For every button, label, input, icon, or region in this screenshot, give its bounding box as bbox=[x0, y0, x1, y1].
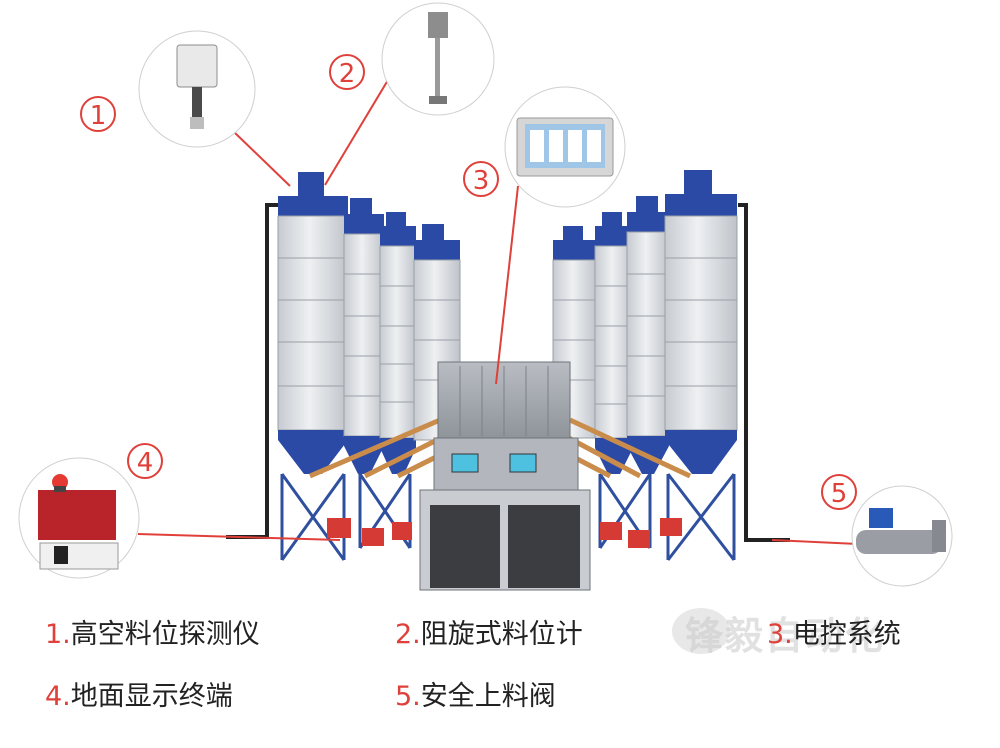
callout-3: 3 bbox=[463, 86, 626, 208]
silo bbox=[664, 170, 738, 474]
silo bbox=[626, 196, 670, 474]
left-silos bbox=[277, 172, 461, 474]
legend-item-2: 2.阻旋式料位计 bbox=[395, 619, 583, 650]
mixing-building bbox=[419, 361, 591, 591]
support-frames bbox=[280, 473, 736, 561]
right-silos bbox=[552, 170, 738, 474]
callout-number-2: 2 bbox=[339, 59, 356, 89]
silo bbox=[379, 212, 417, 474]
callout-2: 2 bbox=[329, 2, 495, 116]
watermark-logo-icon bbox=[672, 608, 730, 654]
callout-1: 1 bbox=[80, 30, 256, 148]
callout-number-3: 3 bbox=[473, 166, 490, 196]
silo bbox=[552, 226, 598, 439]
callout-leaders bbox=[137, 79, 859, 545]
legend-item-3: 3.电控系统 bbox=[767, 619, 901, 650]
callout-number-4: 4 bbox=[137, 448, 154, 478]
silo bbox=[277, 172, 349, 474]
callout-number-1: 1 bbox=[90, 101, 107, 131]
watermark: 锋毅自动化 bbox=[685, 614, 886, 658]
legend-item-1: 1.高空料位探测仪 bbox=[45, 619, 260, 650]
silo bbox=[343, 198, 385, 474]
ground-display-units bbox=[327, 518, 682, 548]
legend-item-5: 5.安全上料阀 bbox=[395, 681, 556, 712]
legend-item-4: 4.地面显示终端 bbox=[45, 681, 233, 712]
callout-4: 4 bbox=[18, 443, 163, 579]
callout-number-5: 5 bbox=[831, 479, 848, 509]
callout-5: 5 bbox=[821, 474, 953, 587]
